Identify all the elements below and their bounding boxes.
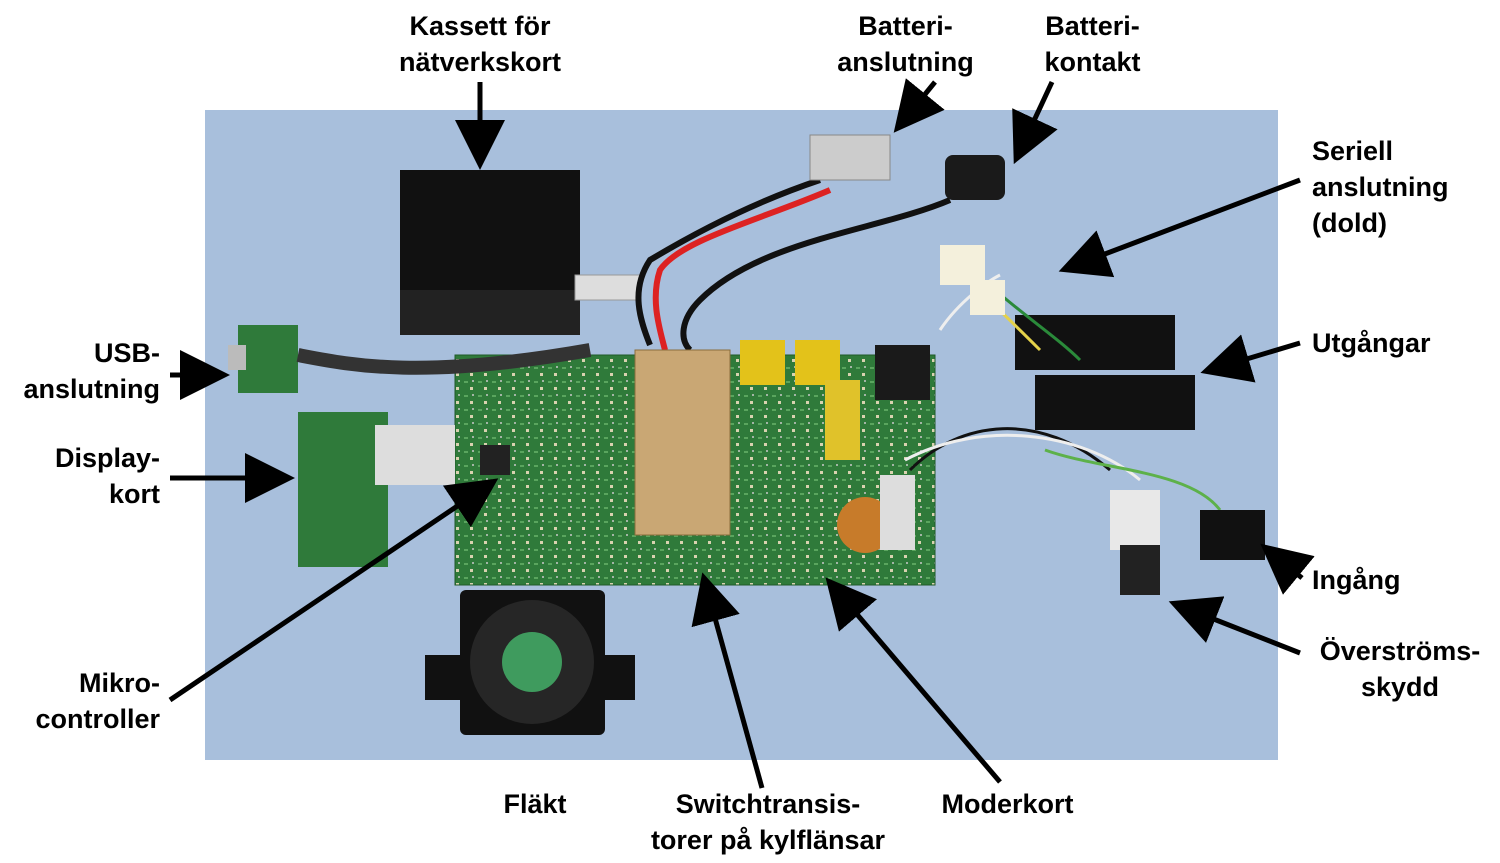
label-moderkort: Moderkort (941, 789, 1074, 819)
label-ingang: Ingång (1312, 565, 1401, 595)
label-usb: USB- anslutning (23, 338, 161, 404)
arrow-utgangar (1200, 334, 1301, 383)
relay-2 (795, 340, 840, 385)
battery-plug (945, 155, 1005, 200)
label-mikro: Mikro- controller (35, 668, 160, 734)
label-batteri-kontakt: Batteri- kontakt (1044, 11, 1141, 77)
white-capacitor (880, 475, 915, 550)
label-utgangar: Utgångar (1312, 328, 1431, 358)
display-board (298, 412, 388, 567)
arrow-mikro (168, 478, 499, 703)
arrow-overstroms (1168, 596, 1301, 656)
usb-board (228, 325, 298, 393)
black-connector (875, 345, 930, 400)
output-sockets (1015, 315, 1195, 430)
relay-1 (740, 340, 785, 385)
label-seriell: Seriell anslutning (dold) (1312, 136, 1449, 238)
callout-arrows (168, 78, 1315, 789)
arrow-seriell (1058, 177, 1301, 278)
label-batteri-anslutning: Batteri- anslutning (837, 11, 974, 77)
arrow-batteri-kontakt (1012, 80, 1058, 165)
battery-connector (809, 134, 891, 181)
cooling-fan (425, 590, 635, 735)
arrow-ingang (1260, 543, 1315, 595)
label-overstroms: Överströms- skydd (1319, 636, 1481, 702)
battery-cables (635, 177, 952, 353)
serial-connector-2 (970, 280, 1005, 315)
toroid-coil (837, 497, 893, 553)
heatsink (634, 349, 731, 536)
label-display: Display- kort (54, 443, 160, 509)
usb-cable (296, 343, 592, 375)
arrow-moderkort (825, 577, 1002, 784)
arrow-switch (691, 572, 765, 789)
arrow-batteri-anslutning (893, 78, 945, 133)
label-switch: Switchtransis- torer på kylflänsar (650, 789, 886, 855)
label-flakt: Fläkt (503, 789, 567, 819)
input-socket (1200, 510, 1265, 560)
capacitor-yellow (825, 380, 860, 460)
serial-connector-1 (940, 245, 985, 285)
microcontroller-chip (480, 445, 510, 475)
label-kassett: Kassett för nätverkskort (398, 11, 562, 77)
breaker-body (1110, 490, 1160, 550)
input-wires (904, 427, 1222, 511)
breaker-base (1120, 545, 1160, 595)
ribbon-cable (375, 425, 455, 485)
